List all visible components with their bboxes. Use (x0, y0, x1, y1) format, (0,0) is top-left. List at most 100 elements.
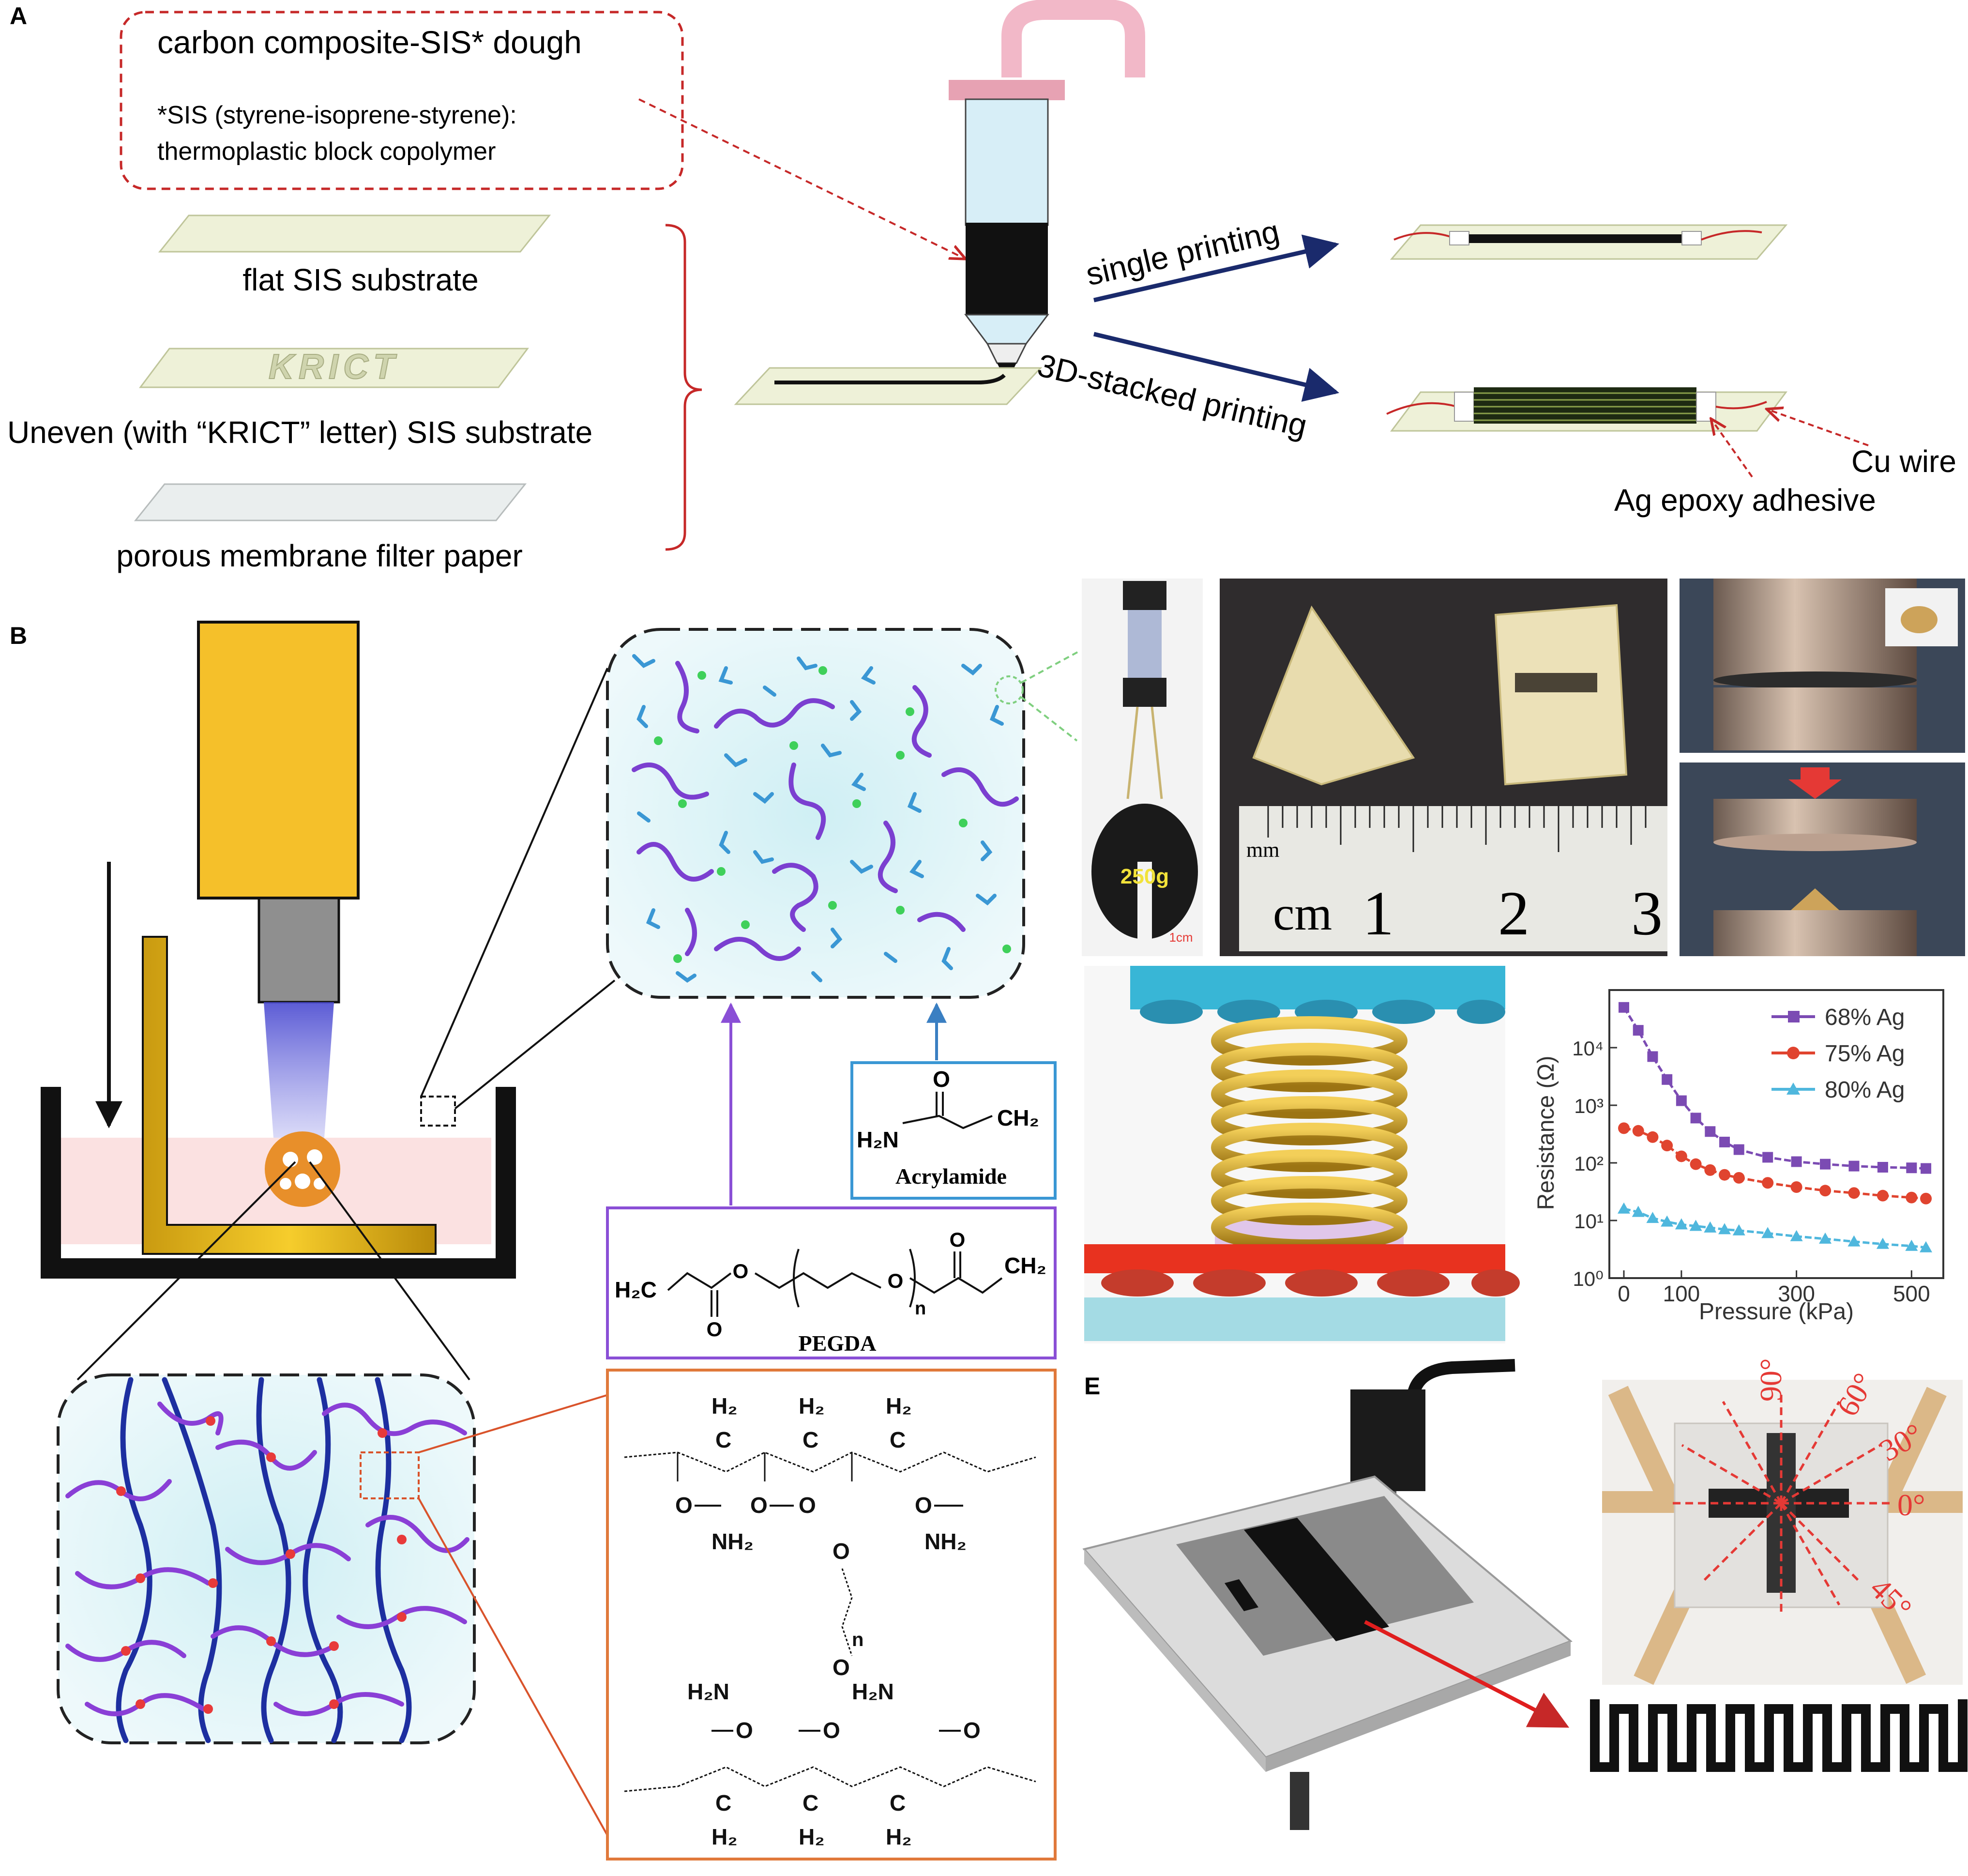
acrylamide-molecules (632, 654, 1004, 983)
bot-h2-3: H₂ (886, 1824, 912, 1849)
dough-box (120, 11, 684, 190)
pegda-o-1: O (707, 1318, 723, 1341)
gel-pyramid (1252, 605, 1415, 786)
ruler-2: 2 (1498, 879, 1529, 948)
printed-object (265, 1131, 340, 1207)
data-point (1647, 1131, 1659, 1143)
vat (41, 1087, 516, 1279)
data-point (1661, 1140, 1673, 1152)
x-tick-label: 100 (1663, 1281, 1700, 1306)
panel-a-label: A (10, 2, 27, 30)
pegda-name: PEGDA (799, 1331, 877, 1356)
acrylamide-o: O (933, 1067, 950, 1092)
uneven-substrate (139, 348, 529, 388)
printed-line (774, 373, 1006, 384)
ruler-mm: mm (1246, 838, 1279, 862)
data-point (1848, 1187, 1860, 1199)
data-point (1791, 1156, 1802, 1167)
data-point (1920, 1241, 1933, 1252)
series-line-0 (1622, 1007, 1926, 1170)
data-point (1847, 1235, 1861, 1247)
ruler-3: 3 (1631, 879, 1663, 948)
data-point (1646, 1212, 1659, 1223)
angle-lines (1670, 1394, 1892, 1612)
plot-frame (1608, 989, 1944, 1279)
y-axis-label: Resistance (Ω) (1533, 1056, 1559, 1210)
data-point (1790, 1181, 1802, 1193)
y-tick-label: 10⁰ (1573, 1267, 1604, 1290)
data-point (1675, 1150, 1687, 1162)
substrate-bracket (665, 224, 702, 551)
x-tick-label: 300 (1778, 1281, 1815, 1306)
pegda-n: n (915, 1298, 926, 1319)
data-point (1618, 1122, 1630, 1134)
stacked-arrow (1093, 332, 1340, 402)
data-point (1632, 1205, 1645, 1217)
series-group (1618, 1002, 1933, 1252)
network-structure: H₂ C H₂ C H₂ C O O O O NH₂ O NH₂ n O H₂N… (624, 1393, 1036, 1849)
top-h2-3: H₂ (886, 1393, 912, 1418)
angle-0: 0° (1897, 1488, 1925, 1522)
legend-marker (1788, 1011, 1800, 1022)
panel-b: B (10, 621, 1080, 1861)
syringe (949, 0, 1145, 382)
dough-note-1: *SIS (styrene-isoprene-styrene): (157, 101, 517, 129)
bot-c-3: C (890, 1790, 906, 1815)
data-point (1719, 1136, 1730, 1147)
ruler-ticks (1267, 806, 1647, 852)
dough-arrow (638, 98, 966, 259)
light-beam (264, 1002, 334, 1138)
single-device (1390, 224, 1788, 260)
dough-title: carbon composite-SIS* dough (157, 24, 582, 60)
stacked-device (1386, 387, 1787, 432)
mid-n: n (852, 1629, 863, 1650)
filter-paper (134, 483, 527, 521)
data-point (1690, 1158, 1702, 1170)
dough-note-2: thermoplastic block copolymer (157, 137, 496, 166)
data-point (1647, 1051, 1658, 1062)
filter-paper-label: porous membrane filter paper (116, 538, 523, 573)
top-nh2-1: NH₂ (712, 1529, 754, 1554)
bot-h2n-2: H₂N (852, 1679, 894, 1704)
data-point (1661, 1215, 1674, 1227)
top-o-2: O (750, 1493, 768, 1518)
print-substrate (734, 367, 1043, 405)
data-point (1718, 1223, 1731, 1235)
cu-callout (1767, 409, 1869, 446)
acrylamide-name: Acrylamide (895, 1164, 1007, 1189)
black-electrode (1244, 1518, 1389, 1641)
acrylamide-box (850, 1061, 1057, 1200)
flat-substrate-label: flat SIS substrate (242, 262, 478, 297)
data-point (1819, 1185, 1832, 1197)
data-point (1920, 1192, 1932, 1205)
data-point (1877, 1162, 1888, 1173)
flat-substrate (158, 214, 551, 253)
bot-o-1: O (736, 1718, 753, 1743)
data-point (1921, 1163, 1932, 1174)
x-axis-label: Pressure (kPa) (1699, 1299, 1854, 1325)
pegda-ch2: CH₂ (1004, 1253, 1046, 1278)
top-nh2-2: NH₂ (924, 1529, 967, 1554)
krict-emboss: KRICT (269, 348, 399, 386)
ruler (1239, 806, 1667, 951)
data-point (1905, 1239, 1918, 1251)
uneven-substrate-label: Uneven (with “KRICT” letter) SIS substra… (7, 415, 592, 450)
ag-callout (1711, 419, 1753, 478)
data-point (1704, 1221, 1717, 1233)
pegda-h2c: H₂C (615, 1277, 657, 1302)
acrylamide-ch2: CH₂ (997, 1105, 1039, 1130)
top-h2-1: H₂ (712, 1393, 738, 1418)
data-point (1733, 1144, 1744, 1155)
legend-marker (1787, 1047, 1800, 1059)
y-tick-label: 10¹ (1574, 1210, 1604, 1233)
acrylamide-nh2: H₂N (857, 1127, 899, 1152)
bot-c-1: C (715, 1790, 731, 1815)
zoom-box-small (420, 1096, 456, 1127)
data-point (1819, 1232, 1832, 1244)
data-point (1876, 1237, 1889, 1249)
print-head (1350, 1389, 1425, 1491)
legend-label: 80% Ag (1825, 1077, 1905, 1103)
